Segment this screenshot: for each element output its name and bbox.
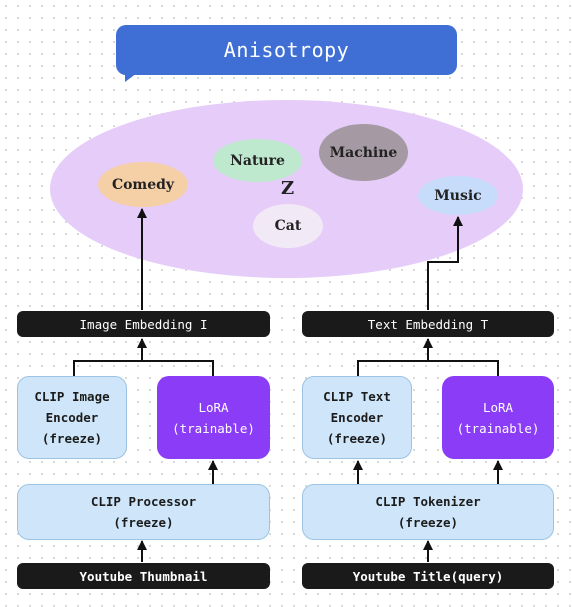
- topic-nature-label: Nature: [230, 152, 285, 169]
- image-embedding-bar: Image Embedding I: [17, 311, 270, 337]
- clip-processor-label: CLIP Processor (freeze): [90, 494, 197, 530]
- text-embedding-label: Text Embedding T: [367, 316, 489, 332]
- clip-image-encoder-box: CLIP Image Encoder (freeze): [17, 376, 127, 459]
- text-embedding-bar: Text Embedding T: [302, 311, 554, 337]
- z-label: Z: [281, 178, 295, 199]
- topic-cat-label: Cat: [274, 218, 302, 234]
- clip-tokenizer-label: CLIP Tokenizer (freeze): [375, 494, 481, 530]
- youtube-title-bar: Youtube Title(query): [302, 563, 554, 589]
- text-lora-box: LoRA (trainable): [442, 376, 554, 459]
- topic-cat: Cat: [253, 204, 323, 248]
- arrow-text-merge-lines: [357, 360, 499, 376]
- title-bubble-tail: [125, 70, 141, 82]
- diagram-title: Anisotropy: [223, 38, 350, 62]
- topic-music: Music: [418, 176, 498, 215]
- topic-comedy: Comedy: [98, 162, 188, 207]
- youtube-thumbnail-bar: Youtube Thumbnail: [17, 563, 270, 589]
- topic-comedy-label: Comedy: [111, 176, 175, 193]
- clip-text-encoder-label: CLIP Text Encoder (freeze): [323, 389, 391, 446]
- topic-machine: Machine: [319, 124, 408, 181]
- clip-image-encoder-label: CLIP Image Encoder (freeze): [34, 389, 110, 446]
- topic-nature: Nature: [213, 139, 302, 182]
- title-bubble: Anisotropy: [116, 25, 457, 75]
- image-lora-label: LoRA (trainable): [172, 399, 255, 436]
- youtube-thumbnail-label: Youtube Thumbnail: [79, 568, 208, 584]
- youtube-title-label: Youtube Title(query): [352, 568, 504, 584]
- image-embedding-label: Image Embedding I: [79, 316, 208, 332]
- topic-music-label: Music: [434, 187, 482, 204]
- arrow-image-merge-lines: [73, 360, 214, 376]
- arrow-text-embedding-to-music: [427, 216, 463, 310]
- image-lora-box: LoRA (trainable): [157, 376, 270, 459]
- clip-processor-box: CLIP Processor (freeze): [17, 484, 270, 540]
- clip-tokenizer-box: CLIP Tokenizer (freeze): [302, 484, 554, 540]
- text-lora-label: LoRA (trainable): [456, 399, 540, 436]
- topic-machine-label: Machine: [329, 144, 398, 161]
- clip-text-encoder-box: CLIP Text Encoder (freeze): [302, 376, 412, 459]
